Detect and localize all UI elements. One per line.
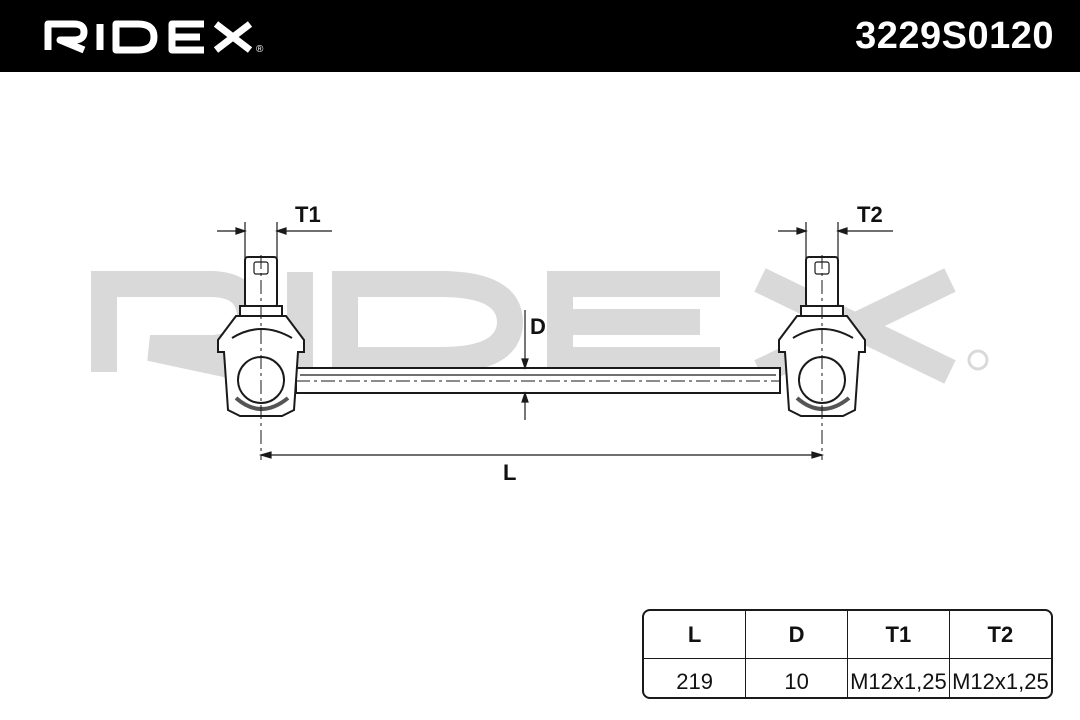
watermark-registered-icon [967, 349, 989, 371]
dimension-t2 [778, 222, 893, 258]
right-ball-joint [778, 255, 866, 460]
spec-value-d: 10 [745, 658, 848, 697]
spec-table-value-row: 219 10 M12x1,25 M12x1,25 [644, 658, 1051, 697]
spec-table: L D T1 T2 219 10 M12x1,25 M12x1,25 [642, 609, 1053, 699]
spec-header-l: L [644, 611, 747, 659]
spec-header-t2: T2 [948, 611, 1051, 659]
svg-text:®: ® [256, 44, 264, 55]
left-ball-joint [217, 255, 305, 460]
dimension-t2-label: T2 [857, 202, 883, 227]
rod [295, 367, 781, 394]
spec-header-d: D [745, 611, 848, 659]
brand-logo: ® [44, 20, 264, 55]
dimension-t1-label: T1 [295, 202, 321, 227]
spec-value-l: 219 [644, 658, 747, 697]
spec-table-header-row: L D T1 T2 [644, 611, 1051, 659]
dimension-t1 [217, 222, 332, 258]
dimension-l-label: L [503, 460, 516, 485]
dimension-d-label: D [530, 314, 546, 339]
header-bar: ® 3229S0120 [0, 0, 1080, 72]
technical-drawing: T1 T2 D L [91, 202, 989, 485]
part-number: 3229S0120 [855, 15, 1054, 57]
spec-value-t2: M12x1,25 [948, 658, 1051, 697]
spec-value-t1: M12x1,25 [847, 658, 950, 697]
dimension-l [258, 451, 825, 459]
spec-header-t1: T1 [847, 611, 950, 659]
dimension-d [521, 310, 529, 420]
